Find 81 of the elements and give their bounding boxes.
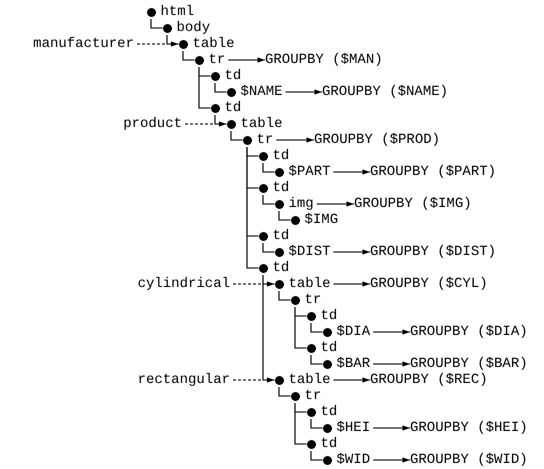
groupby-label: GROUPBY ($PROD) <box>314 133 440 147</box>
element-name: table <box>192 37 235 51</box>
groupby-label: GROUPBY ($WID) <box>410 453 528 467</box>
dashed-arrow <box>233 281 274 287</box>
tree-line <box>310 451 322 461</box>
element-name: body <box>176 21 210 35</box>
tree-line <box>214 83 226 93</box>
arrow <box>334 249 370 255</box>
groupby-label: GROUPBY ($IMG) <box>354 197 472 211</box>
tree-line <box>182 51 194 61</box>
tree-line <box>278 211 290 221</box>
element-name: $PART <box>288 165 331 179</box>
element-name: table <box>288 373 331 387</box>
arrow <box>276 137 314 143</box>
tree-line <box>246 147 258 269</box>
tree-line <box>198 67 210 109</box>
annotation-label: rectangular <box>138 373 230 387</box>
element-name: td <box>272 149 290 163</box>
element-name: td <box>272 181 290 195</box>
element-name: img <box>288 197 314 211</box>
element-name: tr <box>304 293 322 307</box>
element-name: td <box>272 261 290 275</box>
groupby-label: GROUPBY ($REC) <box>370 373 488 387</box>
tree-line <box>294 403 306 445</box>
arrow <box>334 169 370 175</box>
element-name: td <box>224 69 242 83</box>
groupby-label: GROUPBY ($DIST) <box>370 245 496 259</box>
tree-line <box>262 195 274 205</box>
element-name: $NAME <box>240 85 283 99</box>
tree-line <box>278 387 290 397</box>
tree-line <box>262 163 274 173</box>
tree-line <box>294 307 306 349</box>
arrow <box>334 377 370 383</box>
tree-line <box>310 419 322 429</box>
element-name: $WID <box>336 453 370 467</box>
tree-line <box>150 19 162 29</box>
groupby-label: GROUPBY ($PART) <box>370 165 496 179</box>
groupby-label: GROUPBY ($DIA) <box>410 325 528 339</box>
arrow <box>373 457 410 463</box>
arrow <box>373 329 410 335</box>
dashed-arrow <box>185 121 226 127</box>
tree-line <box>310 355 322 365</box>
element-name: html <box>160 5 194 19</box>
groupby-label: GROUPBY ($BAR) <box>410 357 528 371</box>
element-name: $DIA <box>336 325 370 339</box>
dashed-arrow <box>233 377 274 383</box>
element-name: $BAR <box>336 357 370 371</box>
arrow <box>228 57 265 63</box>
groupby-label: GROUPBY ($MAN) <box>265 53 383 67</box>
element-name: td <box>320 405 338 419</box>
tree-line <box>278 291 290 301</box>
annotation-label: cylindrical <box>138 277 230 291</box>
annotation-label: manufacturer <box>33 37 134 51</box>
tree-line <box>214 115 226 125</box>
element-name: td <box>272 229 290 243</box>
element-name: td <box>320 341 338 355</box>
element-name: $HEI <box>336 421 370 435</box>
arrow <box>373 361 410 367</box>
element-name: $IMG <box>304 213 338 227</box>
element-name: table <box>288 277 331 291</box>
annotation-label: product <box>123 117 182 131</box>
element-name: td <box>320 437 338 451</box>
arrow <box>373 425 410 431</box>
element-name: td <box>224 101 242 115</box>
tree-line <box>262 275 274 381</box>
element-name: tr <box>256 133 274 147</box>
element-name: tr <box>208 53 226 67</box>
element-name: tr <box>304 389 322 403</box>
element-name: td <box>320 309 338 323</box>
groupby-label: GROUPBY ($HEI) <box>410 421 528 435</box>
arrow <box>316 201 354 207</box>
dashed-arrow <box>137 41 178 47</box>
tree-line <box>310 323 322 333</box>
element-name: table <box>240 117 283 131</box>
tree-line <box>262 243 274 253</box>
arrow <box>334 281 370 287</box>
element-name: $DIST <box>288 245 331 259</box>
groupby-label: GROUPBY ($NAME) <box>322 85 448 99</box>
arrow <box>286 89 322 95</box>
tree-line <box>230 131 242 141</box>
groupby-label: GROUPBY ($CYL) <box>370 277 488 291</box>
